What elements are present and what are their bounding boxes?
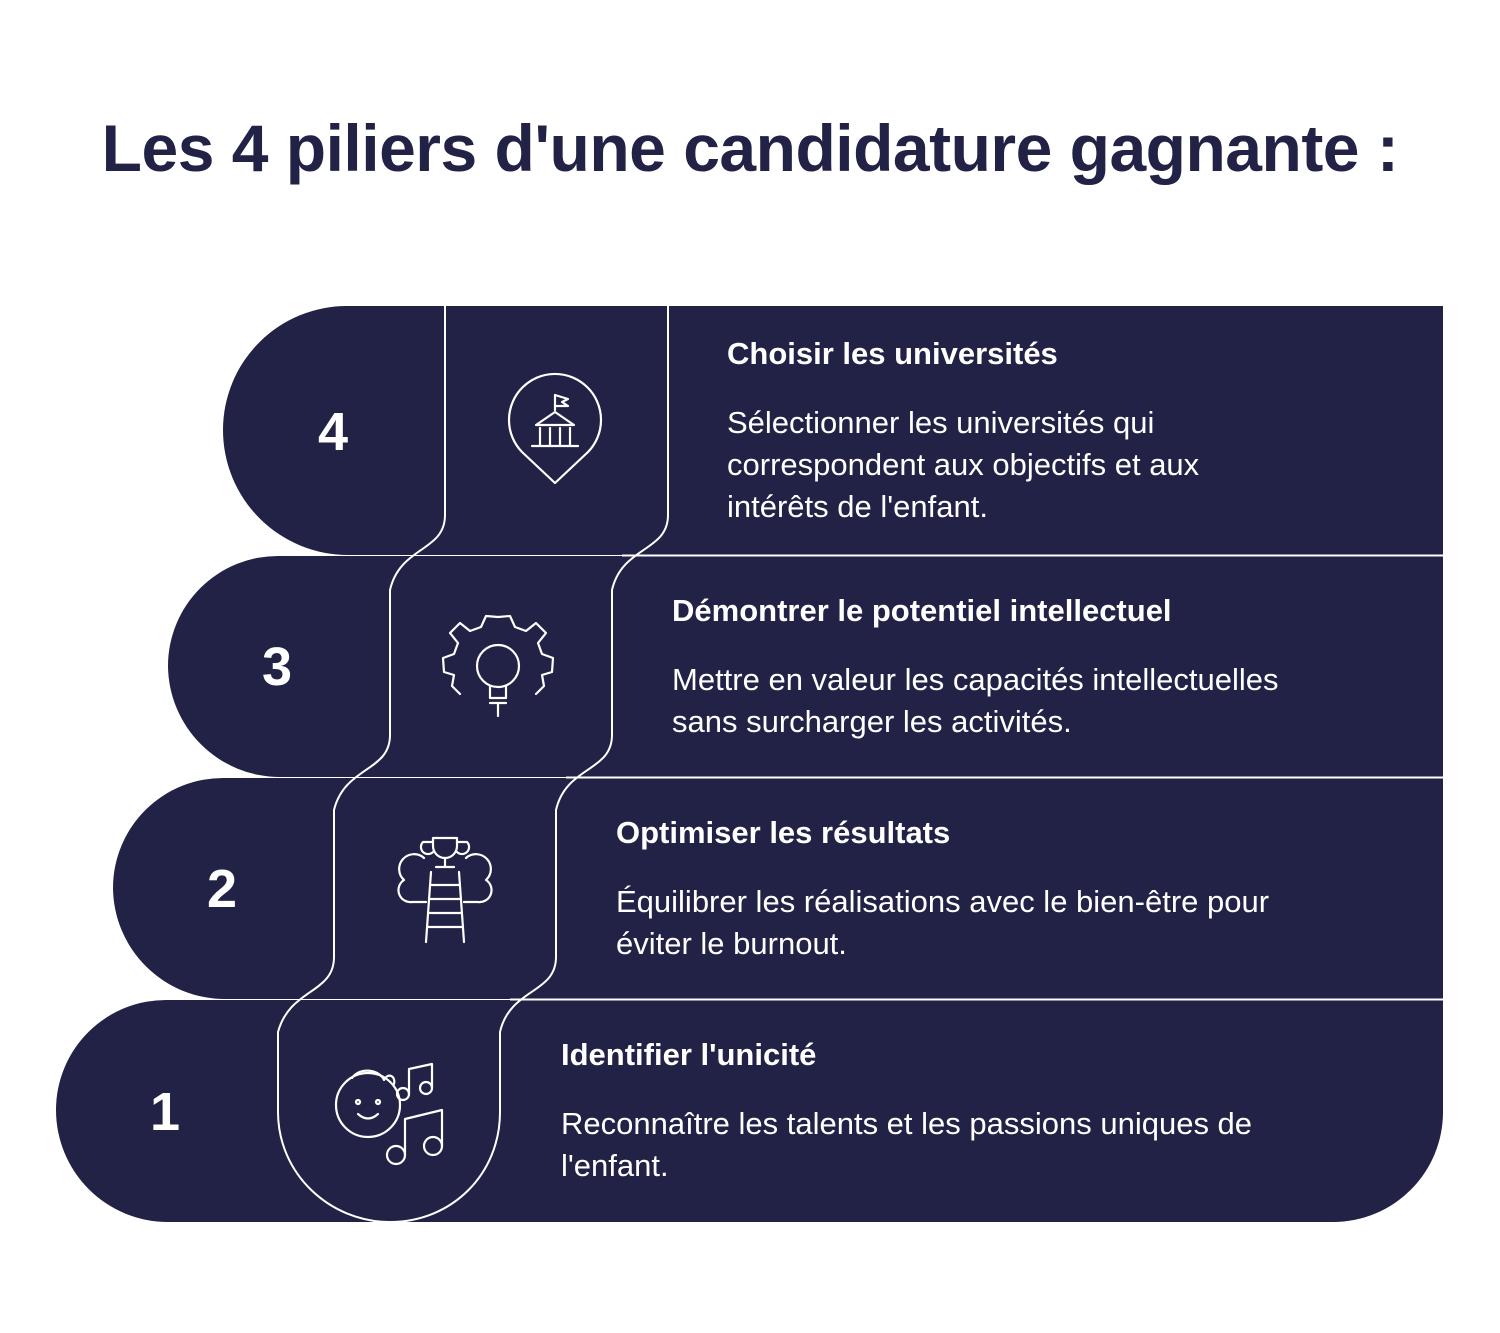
- gear-lightbulb-icon: [441, 614, 555, 718]
- pillar-text-2: Optimiser les résultats Équilibrer les r…: [616, 815, 1269, 961]
- path-outline-left: [277, 306, 446, 1223]
- pillar-card-3: [168, 555, 1443, 777]
- pillar-number: 1: [150, 1082, 180, 1142]
- pillar-heading: Choisir les universités: [727, 336, 1058, 371]
- university-location-icon: [507, 372, 603, 485]
- pillar-number: 4: [318, 402, 348, 462]
- pillar-number: 3: [262, 637, 292, 697]
- child-music-icon: [334, 1062, 444, 1166]
- pillar-card-4: [223, 305, 1443, 555]
- path-outline-right: [389, 306, 669, 1223]
- pillar-card-2: [113, 777, 1443, 999]
- pillar-description: Équilibrer les réalisations avec le bien…: [616, 884, 1269, 919]
- pillar-number: 2: [207, 859, 237, 919]
- pillar-text-1: Identifier l'unicité Reconnaître les tal…: [561, 1037, 1252, 1183]
- pillar-heading: Optimiser les résultats: [616, 815, 950, 850]
- pillar-description: Reconnaître les talents et les passions …: [561, 1106, 1252, 1141]
- pillar-text-3: Démontrer le potentiel intellectuel Mett…: [672, 593, 1279, 739]
- pillar-description: l'enfant.: [561, 1148, 669, 1183]
- pillar-heading: Identifier l'unicité: [561, 1037, 816, 1072]
- pillar-description: sans surcharger les activités.: [672, 704, 1072, 739]
- pillar-description: éviter le burnout.: [616, 926, 847, 961]
- pillar-description: correspondent aux objectifs et aux: [727, 447, 1200, 482]
- pillar-heading: Démontrer le potentiel intellectuel: [672, 593, 1172, 628]
- ladder-trophy-icon: [397, 836, 493, 944]
- pillar-text-4: Choisir les universités Sélectionner les…: [727, 336, 1200, 524]
- pillar-description: Sélectionner les universités qui: [727, 405, 1154, 440]
- pillar-description: Mettre en valeur les capacités intellect…: [672, 662, 1279, 697]
- pillar-description: intérêts de l'enfant.: [727, 489, 988, 524]
- page-title: Les 4 piliers d'une candidature gagnante…: [101, 111, 1399, 185]
- pillar-card-1: [56, 999, 1443, 1222]
